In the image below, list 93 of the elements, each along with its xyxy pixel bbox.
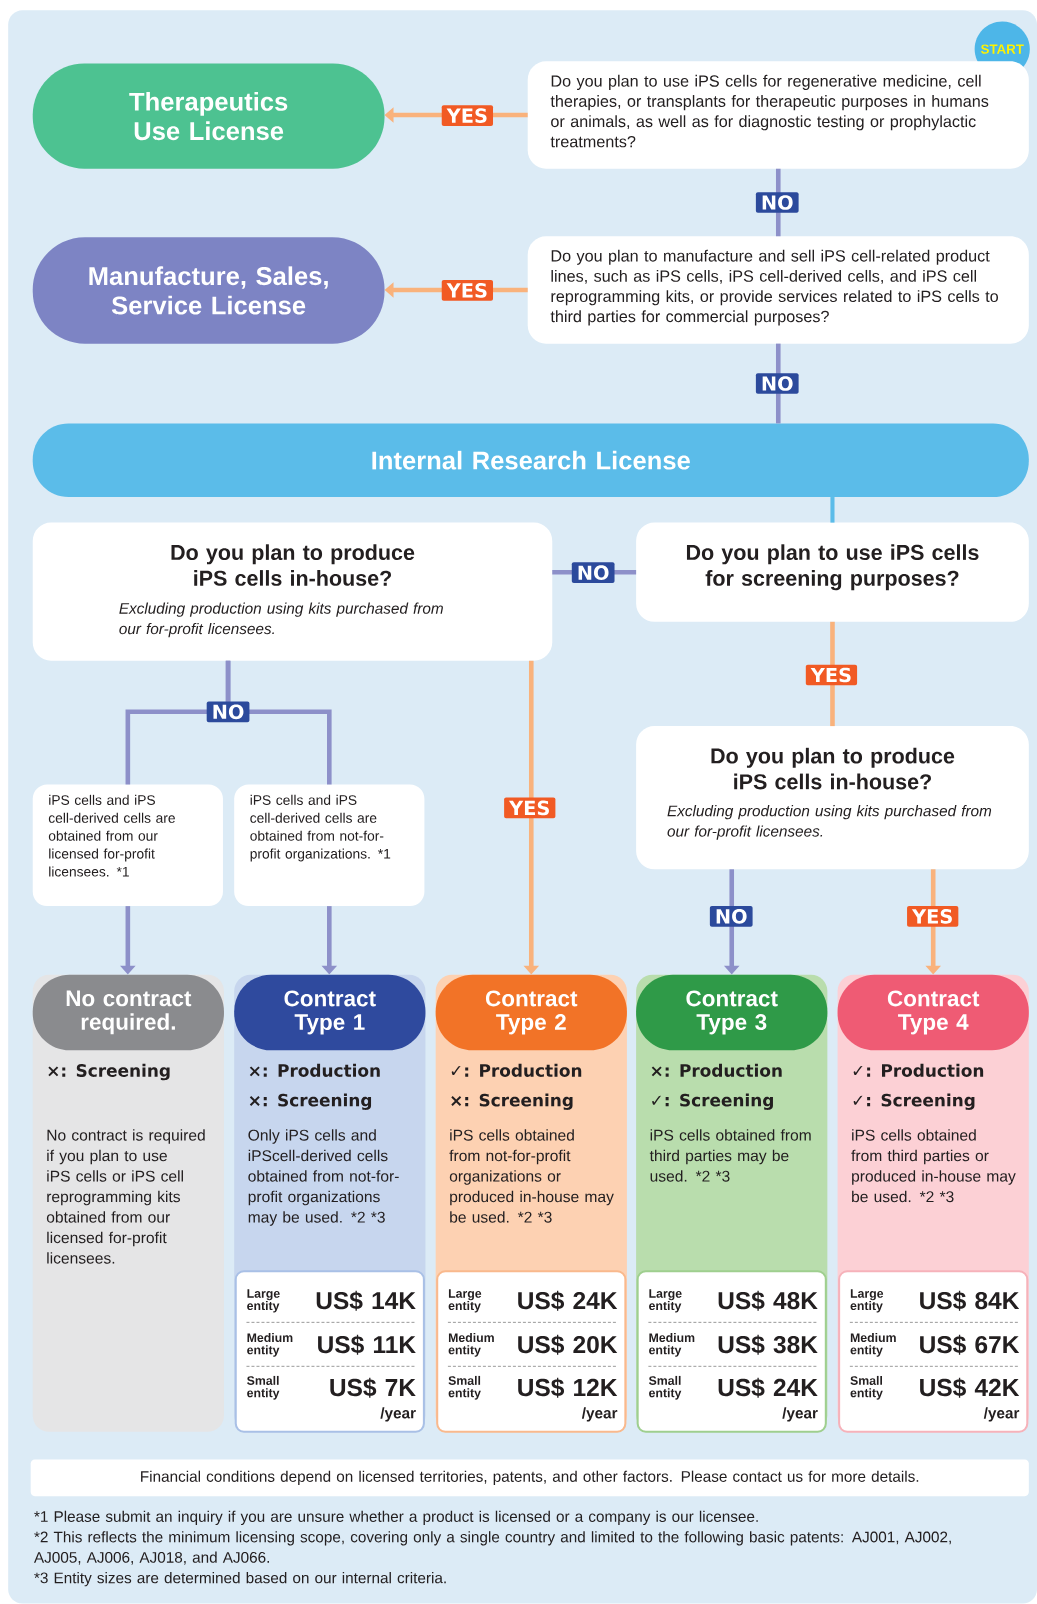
edge-label: YES — [441, 280, 493, 301]
price-table — [636, 1270, 827, 1433]
license-pill — [32, 237, 385, 344]
feature-mark: ×: Screening — [451, 1093, 573, 1110]
feature-mark: ✓: Production — [451, 1063, 582, 1077]
note-text: Financial conditions depend on licensed territories, patents, and other factors. Please contact us for more details. — [141, 1470, 919, 1485]
question-box — [32, 522, 553, 661]
price: US$ 24K — [518, 1290, 618, 1311]
entity-size: Small entity — [247, 1375, 280, 1400]
price: US$ 11K — [318, 1334, 416, 1355]
column-text: No contract is required if you plan to use iPS cells or iPS cell reprogramming kits obtained from our licensed for-profit licensees. — [46, 1129, 205, 1264]
entity-size: Medium entity — [448, 1332, 494, 1357]
feature-mark: ×: Production — [249, 1063, 380, 1077]
note-box — [30, 1459, 1029, 1497]
question-text: Do you plan to use iPS cells for screening purposes? — [686, 544, 979, 591]
license-band — [32, 423, 1029, 498]
question-text: Do you plan to use iPS cells for regenerative medicine, cell therapies, or transplants for therapeutic purposes in humans or animals, as well as for diagnostic testing or prophylactic treatments? — [550, 74, 989, 148]
price-table — [838, 1270, 1029, 1433]
condition-text: iPS cells and iPS cell-derived cells are obtained from our licensed for-profit licensees. *1 — [48, 794, 175, 877]
feature-mark: ✓: Screening — [652, 1093, 773, 1110]
price: US$ 14K — [316, 1290, 416, 1311]
feature-mark: ✓: Production — [853, 1063, 984, 1077]
entity-size: Medium entity — [850, 1332, 896, 1357]
column-heading: Contract Type 3 — [686, 990, 778, 1035]
feature-mark: ×: Screening — [249, 1093, 372, 1110]
unit: /year — [380, 1407, 416, 1422]
feature-mark: ×: Production — [651, 1063, 782, 1077]
column-heading: Contract Type 2 — [485, 990, 578, 1035]
contract-column — [234, 974, 426, 1433]
license-pill — [32, 63, 385, 169]
contract-column — [435, 974, 627, 1433]
question-text: Do you plan to manufacture and sell iPS cell-related product lines, such as iPS cells, iPS cell-derived cells, and iPS cell reprogramming kits, or provide services related to iPS cells to third parties for commercial purposes? — [550, 249, 998, 326]
condition-box — [32, 784, 223, 907]
contract-column — [32, 974, 224, 1432]
contract-column — [636, 974, 828, 1433]
price: US$ 7K — [330, 1377, 416, 1398]
entity-size: Large entity — [448, 1289, 482, 1313]
price: US$ 24K — [718, 1377, 818, 1398]
question-text: Do you plan to produce iPS cells in-house? — [711, 747, 955, 790]
entity-size: Small entity — [648, 1375, 682, 1400]
footnote: *3 Entity sizes are determined based on our internal criteria. — [34, 1572, 446, 1587]
question-text: Do you plan to produce iPS cells in-house? — [171, 544, 415, 586]
price: US$ 38K — [718, 1334, 818, 1355]
edge-label: NO — [755, 373, 799, 394]
column-text: iPS cells obtained from third parties or produced in-house may be used. *2 *3 — [851, 1129, 1016, 1203]
edge-label: NO — [571, 562, 615, 584]
license-name: Therapeutics Use License — [129, 91, 288, 141]
unit: /year — [983, 1407, 1020, 1422]
entity-size: Medium entity — [247, 1332, 293, 1357]
question-box — [527, 61, 1029, 169]
condition-box — [234, 784, 425, 907]
contract-column — [837, 974, 1029, 1433]
price: US$ 42K — [920, 1377, 1020, 1398]
note-text: Excluding production using kits purchased from our for-profit licensees. — [667, 805, 992, 840]
question-box — [636, 522, 1029, 622]
edge-label: YES — [441, 105, 493, 126]
entity-size: Small entity — [850, 1375, 883, 1400]
entity-size: Large entity — [247, 1289, 280, 1313]
price: US$ 20K — [518, 1334, 618, 1355]
price-table — [234, 1270, 425, 1433]
note-text: Excluding production using kits purchased from our for-profit licensees. — [119, 602, 443, 638]
edge-label: NO — [709, 906, 753, 927]
footnote: *2 This reflects the minimum licensing scope, covering only a single country and limited to the following basic patents: AJ001, AJ002, AJ005, AJ006, AJ018, and AJ066. — [34, 1531, 951, 1565]
column-text: Only iPS cells and iPScell-derived cells obtained from not-for-profit organizations may be used. *2 *3 — [248, 1129, 399, 1226]
edge-label: YES — [907, 906, 959, 927]
connector — [830, 497, 835, 523]
entity-size: Large entity — [850, 1289, 884, 1313]
footnote: *1 Please submit an inquiry if you are unsure whether a product is licensed or a company is our licensee. — [34, 1510, 758, 1525]
price: US$ 48K — [718, 1290, 818, 1311]
edge-label: YES — [504, 797, 556, 819]
feature-mark: ✓: Screening — [853, 1093, 975, 1110]
price-table — [436, 1270, 627, 1433]
price: US$ 67K — [920, 1334, 1020, 1355]
column-text: iPS cells obtained from not-for-profit organizations or produced in-house may be used. *2 *3 — [449, 1129, 614, 1223]
entity-size: Medium entity — [649, 1332, 695, 1357]
price: US$ 12K — [518, 1377, 618, 1398]
column-text: iPS cells obtained from third parties may be used. *2 *3 — [649, 1129, 811, 1182]
entity-size: Large entity — [649, 1289, 682, 1313]
column-heading: No contract required. — [66, 990, 192, 1035]
price: US$ 84K — [920, 1290, 1020, 1311]
license-name: Internal Research License — [372, 450, 690, 470]
question-box — [636, 726, 1029, 870]
license-name: Manufacture, Sales, Service License — [89, 266, 328, 315]
edge-label: NO — [755, 192, 799, 213]
edge-label: NO — [206, 701, 250, 723]
condition-text: iPS cells and iPS cell-derived cells are obtained from not-for-profit organizations. *1 — [250, 794, 391, 862]
question-box — [527, 236, 1029, 344]
feature-mark: ×: Screening — [48, 1063, 170, 1081]
unit: /year — [782, 1407, 818, 1422]
column-heading: Contract Type 4 — [887, 990, 980, 1035]
column-heading: Contract Type 1 — [284, 990, 376, 1035]
entity-size: Small entity — [448, 1375, 481, 1400]
unit: /year — [581, 1407, 618, 1422]
